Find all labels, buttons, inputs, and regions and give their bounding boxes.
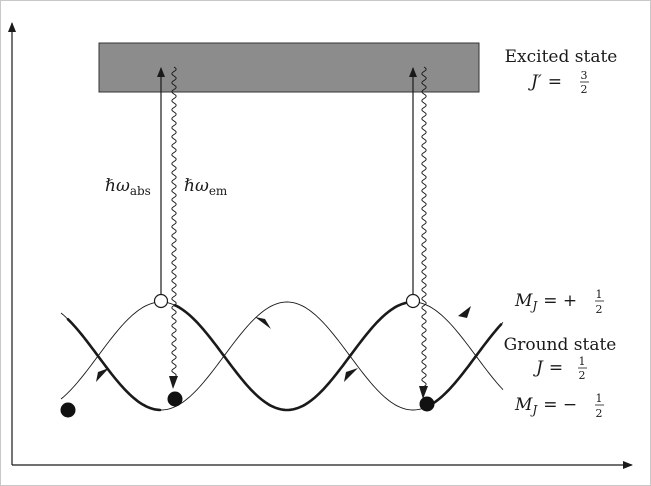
mj-plus-denominator: 2 [596,303,603,316]
ground-state-j-label: J= [533,358,563,378]
trajectory-arrowhead [255,317,271,329]
excited-state-title: Excited state [505,47,618,67]
absorption-point-marker [153,293,169,309]
emission-arrowhead [169,376,178,389]
ground-state-title: Ground state [504,335,617,355]
trajectory-arrowhead [344,368,358,382]
excited-state-j-label: J′= [528,72,562,92]
atom-landing-dot [419,396,435,412]
atom-trajectory-segment [173,300,415,412]
emission-wavy-arrow [171,66,177,379]
absorption-label: ℏωabs [105,176,151,198]
emission-arrowhead [419,386,428,399]
mj-plus-label: MJ= + [514,291,577,313]
emission-wavy-arrow [421,66,427,389]
excited-state-j-numerator: 3 [581,69,588,82]
excited-state-band [98,42,480,93]
mj-plus-numerator: 1 [596,288,603,301]
mj-minus-denominator: 2 [596,407,603,420]
atom-trajectory-segment [425,323,503,408]
atom-landing-dot [167,391,183,407]
absorption-point-marker [405,293,421,309]
trajectory-arrowhead [458,306,471,318]
ground-state-j-denominator: 2 [579,369,586,382]
mj-minus-numerator: 1 [596,392,603,405]
mj-minus-label: MJ= − [514,395,577,417]
emission-label: ℏωem [184,176,228,198]
ground-state-j-numerator: 1 [579,355,586,368]
atom-trajectory-segment [66,318,162,412]
excited-state-j-denominator: 2 [581,83,588,96]
atom-start-dot [60,402,76,418]
trajectory-arrowhead [96,368,109,382]
